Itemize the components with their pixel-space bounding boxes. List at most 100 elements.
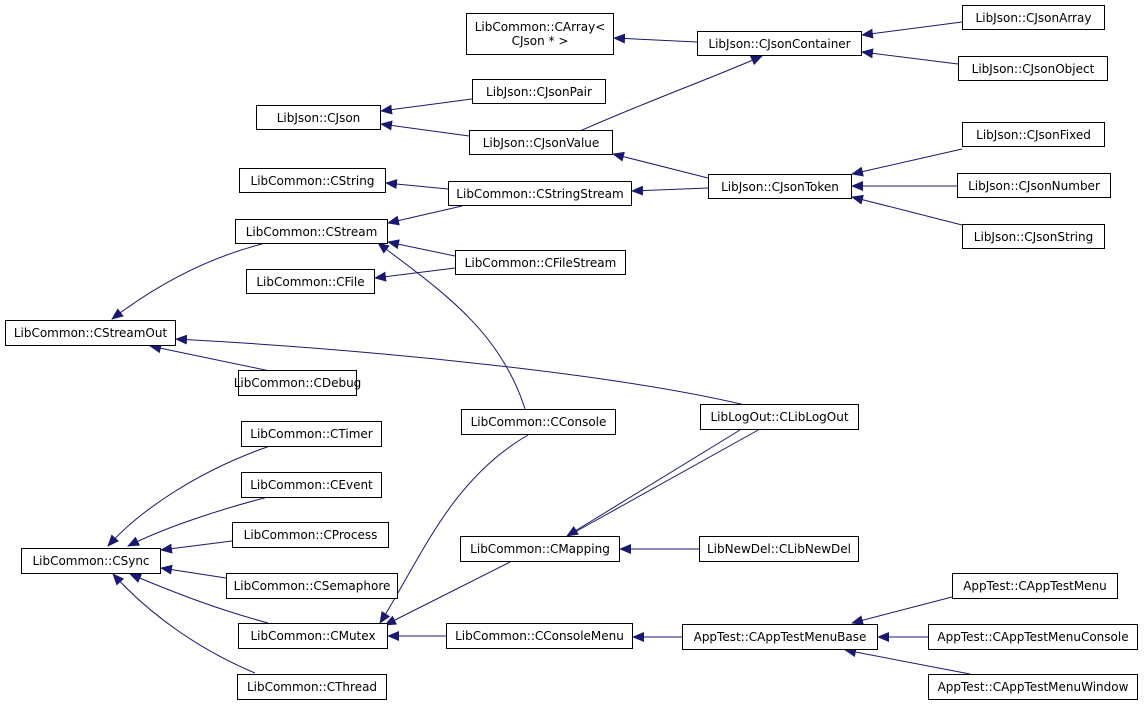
node-cmutex[interactable]: LibCommon::CMutex <box>238 623 388 649</box>
node-label: LibJson::CJsonFixed <box>976 127 1091 142</box>
node-label: AppTest::CAppTestMenuConsole <box>937 630 1129 644</box>
edge-cstringstream-cstream <box>387 205 463 226</box>
node-label: LibCommon::CMapping <box>470 542 610 556</box>
edge-cjsonstring-cjsontoken <box>851 194 963 226</box>
edge-cjsontoken-cstringstream <box>631 185 709 196</box>
node-label: LibCommon::CFileStream <box>464 255 617 270</box>
node-label: LibCommon::CEvent <box>250 478 373 492</box>
node-label: LibJson::CJsonPair <box>486 84 592 99</box>
edge-clibLogout-cstreamout <box>175 334 746 406</box>
node-capptestmenu[interactable]: AppTest::CAppTestMenu <box>952 573 1118 599</box>
node-cmapping[interactable]: LibCommon::CMapping <box>460 536 620 562</box>
edge-capptestmenu-capptestmenubase <box>851 596 953 626</box>
node-label: LibCommon::CString <box>250 173 375 188</box>
node-cjsoncontainer[interactable]: LibJson::CJsonContainer <box>697 31 862 56</box>
edge-cmutex-csync <box>129 573 269 624</box>
node-cconsole[interactable]: LibCommon::CConsole <box>461 409 616 435</box>
node-cprocess[interactable]: LibCommon::CProcess <box>232 522 389 548</box>
node-carray-line2: CJson * > <box>511 34 569 48</box>
node-label: LibCommon::CStream <box>245 224 378 239</box>
node-label: LibJson::CJsonObject <box>971 61 1095 76</box>
node-label: LibCommon::CStringStream <box>456 186 624 201</box>
edge-cconsole-cstream <box>377 242 526 410</box>
node-cjsonvalue[interactable]: LibJson::CJsonValue <box>469 130 613 155</box>
node-label: LibJson::CJsonString <box>973 229 1094 244</box>
node-cstream[interactable]: LibCommon::CStream <box>235 219 388 244</box>
edge-cdebug-cstreamout <box>149 343 271 372</box>
node-label: AppTest::CAppTestMenuBase <box>693 630 867 644</box>
node-label: LibCommon::CSync <box>32 554 150 568</box>
edge-cfilestream-cstream <box>387 239 456 257</box>
node-cjsonnumber[interactable]: LibJson::CJsonNumber <box>957 173 1111 198</box>
node-label: LibCommon::CConsoleMenu <box>455 629 624 643</box>
edge-cjsonobject-cjsoncontainer <box>861 48 959 65</box>
node-cjsontoken[interactable]: LibJson::CJsonToken <box>708 174 852 199</box>
node-carray-line1: LibCommon::CArray< <box>474 20 606 34</box>
node-label: LibCommon::CFile <box>256 274 365 289</box>
node-clibnewdel[interactable]: LibNewDel::CLibNewDel <box>699 536 859 562</box>
edge-cmapping-cmutex <box>384 561 511 626</box>
node-cdebug[interactable]: LibCommon::CDebug <box>234 370 361 396</box>
node-label: LibNewDel::CLibNewDel <box>707 542 851 556</box>
node-clibLogout[interactable]: LibLogOut::CLibLogOut <box>700 404 859 430</box>
node-csync[interactable]: LibCommon::CSync <box>21 548 161 574</box>
node-label: LibJson::CJsonToken <box>721 179 839 194</box>
node-csemaphore[interactable]: LibCommon::CSemaphore <box>226 573 398 599</box>
node-label: LibCommon::CMutex <box>250 629 376 643</box>
node-label: LibLogOut::CLibLogOut <box>710 410 849 424</box>
node-cjson[interactable]: LibJson::CJson <box>256 105 381 130</box>
edge-cjsonfixed-cjsontoken <box>851 148 963 177</box>
node-cstreamout[interactable]: LibCommon::CStreamOut <box>5 320 176 346</box>
node-label: LibCommon::CStreamOut <box>13 326 168 340</box>
node-label: LibCommon::CConsole <box>470 415 607 429</box>
node-label: LibJson::CJsonContainer <box>708 36 851 51</box>
node-cjsonfixed[interactable]: LibJson::CJsonFixed <box>962 122 1105 147</box>
node-cfilestream[interactable]: LibCommon::CFileStream <box>455 250 626 275</box>
node-label: AppTest::CAppTestMenu <box>963 579 1107 593</box>
edge-capptestmenuwindow-capptestmenubase <box>844 647 971 675</box>
edge-cevent-csync <box>127 496 269 547</box>
node-carray-cjson[interactable]: LibCommon::CArray< CJson * > <box>466 13 614 55</box>
edge-cjsonarray-cjsoncontainer <box>861 21 963 39</box>
node-cjsonpair[interactable]: LibJson::CJsonPair <box>472 79 606 104</box>
node-label: AppTest::CAppTestMenuWindow <box>937 680 1129 694</box>
edge-ctimer-csync <box>107 445 271 547</box>
edge-cjsontoken-cjsonvalue <box>612 151 709 179</box>
node-cjsonstring[interactable]: LibJson::CJsonString <box>962 224 1105 249</box>
edge-clibLogout-from-cmapping-arrow <box>566 429 741 537</box>
node-label: LibJson::CJson <box>276 110 361 125</box>
node-label: LibCommon::CSemaphore <box>233 579 391 593</box>
node-cstringstream[interactable]: LibCommon::CStringStream <box>448 181 632 206</box>
edge-cthread-csync <box>112 573 256 674</box>
edge-cjsonpair-cjson <box>380 98 473 115</box>
node-cjsonarray[interactable]: LibJson::CJsonArray <box>962 5 1105 30</box>
edge-cjsonvalue-cjsoncontainer <box>579 55 763 132</box>
node-cevent[interactable]: LibCommon::CEvent <box>241 472 382 498</box>
edge-cmapping-clibLogout <box>565 428 761 538</box>
edge-cjsoncontainer-carray <box>613 33 698 44</box>
node-label: LibCommon::CProcess <box>243 528 378 542</box>
edge-cjsonvalue-cjson <box>380 120 470 137</box>
node-cstring[interactable]: LibCommon::CString <box>239 168 386 193</box>
node-label: LibCommon::CTimer <box>250 427 373 441</box>
edge-cconsole-cmutex <box>379 434 529 624</box>
node-ctimer[interactable]: LibCommon::CTimer <box>241 421 382 447</box>
node-cjsonobject[interactable]: LibJson::CJsonObject <box>958 56 1108 81</box>
node-capptestmenuconsole[interactable]: AppTest::CAppTestMenuConsole <box>928 624 1138 650</box>
node-cconsolemenu[interactable]: LibCommon::CConsoleMenu <box>446 623 633 649</box>
node-cthread[interactable]: LibCommon::CThread <box>237 674 387 700</box>
node-label: LibCommon::CDebug <box>233 376 362 390</box>
node-label: LibJson::CJsonNumber <box>968 178 1100 193</box>
node-cfile[interactable]: LibCommon::CFile <box>246 269 375 294</box>
edge-cfilestream-cfile <box>374 267 456 282</box>
edge-cstringstream-cstring <box>385 179 449 190</box>
node-label: LibJson::CJsonArray <box>975 10 1092 25</box>
edge-csemaphore-csync <box>160 564 227 579</box>
node-label: LibCommon::CThread <box>246 680 378 694</box>
node-capptestmenuwindow[interactable]: AppTest::CAppTestMenuWindow <box>928 674 1138 700</box>
edge-cprocess-csync <box>160 540 233 554</box>
edge-cstream-cstreamout <box>111 243 263 320</box>
node-capptestmenubase[interactable]: AppTest::CAppTestMenuBase <box>682 624 878 650</box>
